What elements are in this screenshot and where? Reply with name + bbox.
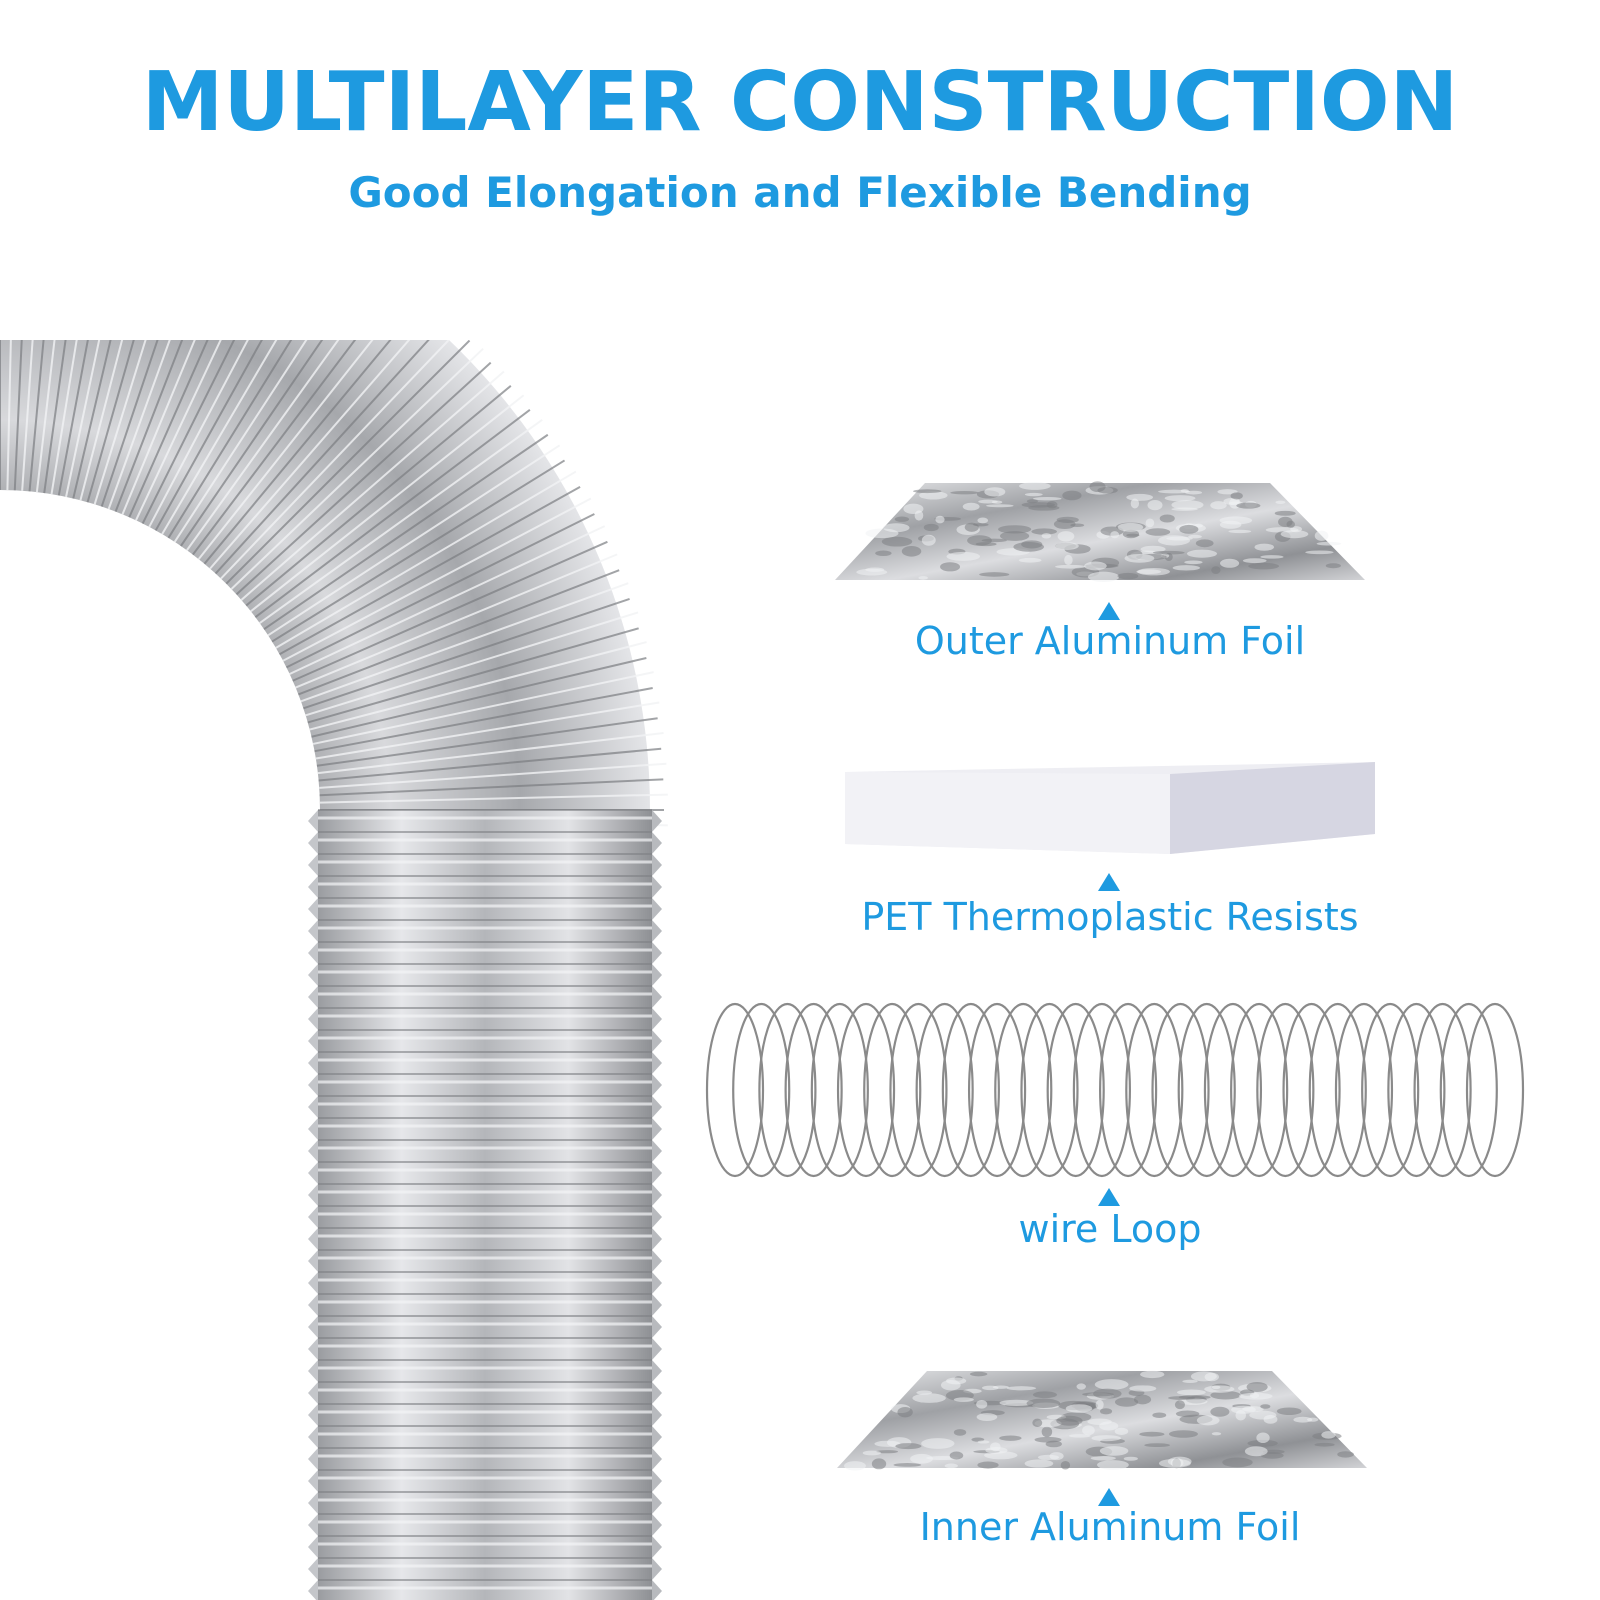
outer-foil-sheet [835,481,1365,583]
pet-layer-block [845,762,1375,854]
outer-foil-label: Outer Aluminum Foil [914,619,1306,663]
inner-foil-sheet [837,1370,1367,1471]
arrow-up-icon [1098,602,1120,620]
arrow-up-icon [1098,1488,1120,1506]
arrow-up-icon [1098,1188,1120,1206]
pet-layer-label: PET Thermoplastic Resists [861,895,1359,939]
page-title: MULTILAYER CONSTRUCTION [141,55,1459,150]
page-subtitle: Good Elongation and Flexible Bending [348,168,1252,217]
flexible-duct-image [0,340,668,1600]
wire-coil-spring [705,1002,1525,1178]
wire-loop-label: wire Loop [1018,1207,1202,1251]
arrow-up-icon [1098,873,1120,891]
inner-foil-label: Inner Aluminum Foil [919,1505,1301,1549]
